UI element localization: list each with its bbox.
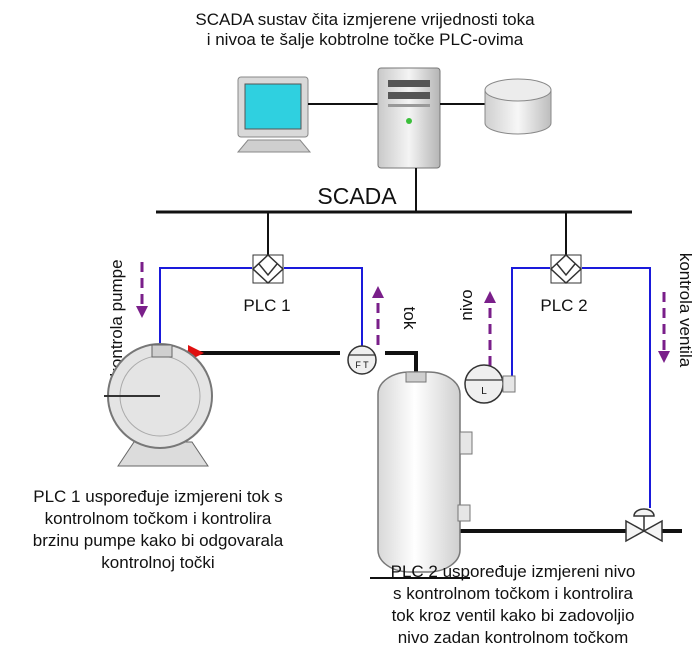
plc2-description-line: tok kroz ventil kako bi zadovoljio <box>391 606 635 625</box>
server-icon <box>377 67 441 169</box>
monitor-icon <box>236 76 312 153</box>
header-line-1: SCADA sustav čita izmjerene vrijednosti … <box>195 10 535 29</box>
level-label: nivo <box>457 289 476 320</box>
plc2-label: PLC 2 <box>540 296 587 315</box>
plc1-description-line: kontrolnom točkom i kontrolira <box>44 509 272 528</box>
tank-icon <box>377 371 473 573</box>
plc2-description: PLC 2 uspoređuje izmjereni nivo s kontro… <box>348 561 678 649</box>
plc1-description-line: kontrolnoj točki <box>101 553 215 572</box>
flow-meter-icon: F T <box>347 345 377 375</box>
flow-label: tok <box>400 307 419 330</box>
plc2-description-line: PLC 2 uspoređuje izmjereni nivo <box>390 562 636 581</box>
plc1-label: PLC 1 <box>243 296 290 315</box>
pump-control-label: kontrola pumpe <box>107 259 126 376</box>
flow-meter-tag: F T <box>355 360 369 370</box>
header-line-2: i nivoa te šalje kobtrolne točke PLC-ovi… <box>206 30 524 50</box>
bus-label: SCADA <box>317 183 397 209</box>
control-valve-icon <box>625 508 663 543</box>
valve-control-label: kontrola ventila <box>676 253 692 368</box>
plc1-icon <box>251 253 285 285</box>
plc1-description: PLC 1 uspoređuje izmjereni tok s kontrol… <box>0 486 316 574</box>
database-icon <box>484 78 552 135</box>
plc2-signal-wires <box>511 267 651 508</box>
level-meter-tag: L <box>481 386 487 397</box>
plc2-description-line: s kontrolnom točkom i kontrolira <box>393 584 633 603</box>
plc2-description-line: nivo zadan kontrolnom točkom <box>397 628 629 647</box>
plc1-signal-wires <box>159 267 363 360</box>
plc1-description-line: PLC 1 uspoređuje izmjereni tok s <box>33 487 283 506</box>
level-meter-icon: L <box>464 364 516 404</box>
plc1-description-line: brzinu pumpe kako bi odgovarala <box>32 531 284 550</box>
header-caption: SCADA sustav čita izmjerene vrijednosti … <box>150 10 580 51</box>
pump-icon <box>104 343 213 467</box>
plc2-icon <box>549 253 583 285</box>
